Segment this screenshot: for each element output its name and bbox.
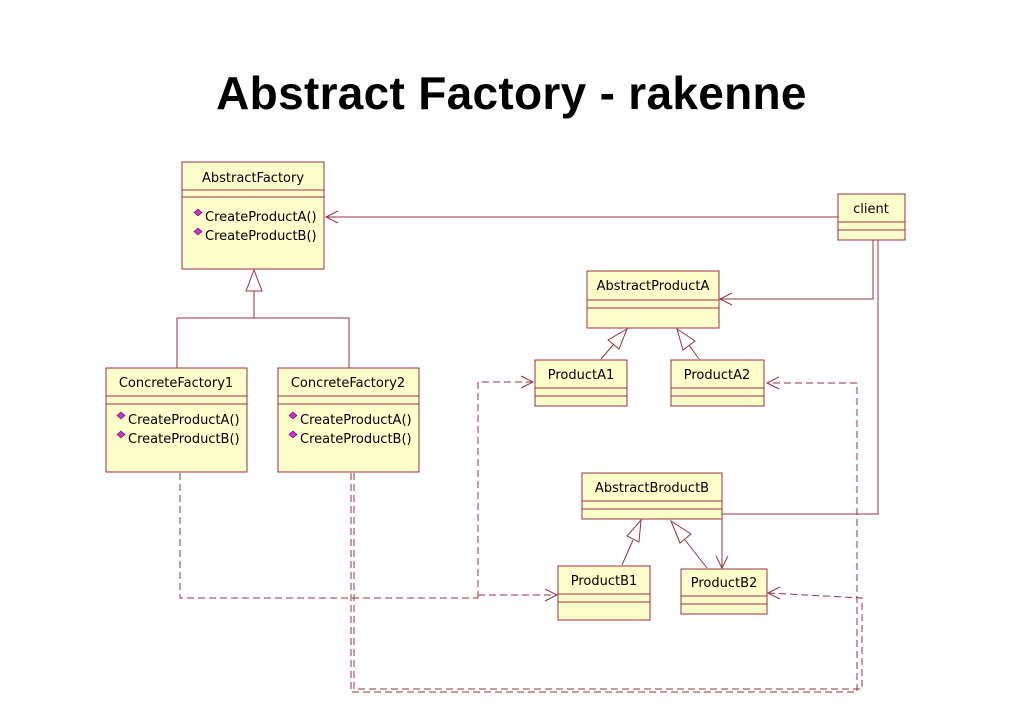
class-abstract-broduct-b[interactable]: AbstractBroductB [581, 472, 723, 520]
operation-label: CreateProductB() [205, 229, 317, 244]
generalization-producta2-to-abstractproducta [676, 327, 700, 360]
open-arrowhead [324, 210, 339, 224]
open-arrowhead [718, 292, 733, 306]
class-product-a2[interactable]: ProductA2 [670, 359, 765, 407]
dependency-concretefactory2-to-products [350, 382, 863, 693]
inheritance-arrowhead [626, 518, 642, 543]
association-client-to-abstractfactory [324, 210, 838, 224]
class-concrete-factory-2[interactable]: ConcreteFactory2 CreateProductA() Create… [277, 367, 420, 473]
operation-label: CreateProductA() [128, 413, 240, 428]
class-product-b2[interactable]: ProductB2 [680, 568, 768, 615]
operation-label: CreateProductB() [128, 432, 240, 447]
generalization-concretefactories-to-abstractfactory [176, 268, 350, 368]
inheritance-arrowhead [676, 327, 696, 351]
inheritance-arrowhead [245, 268, 263, 292]
dependency-concretefactory1-to-products [179, 381, 557, 599]
operation-label: CreateProductA() [300, 413, 412, 428]
open-arrowhead [715, 555, 729, 570]
association-client-to-abstractproducta [718, 240, 874, 306]
inheritance-arrowhead [669, 519, 692, 544]
class-name: AbstractProductA [597, 279, 710, 294]
class-name: client [853, 202, 889, 217]
class-abstract-factory[interactable]: AbstractFactory CreateProductA() CreateP… [181, 161, 325, 270]
class-name: ProductA1 [548, 368, 615, 383]
class-name: AbstractBroductB [595, 481, 709, 496]
class-product-b1[interactable]: ProductB1 [557, 565, 651, 621]
generalization-productb2-to-abstractbroductb [669, 519, 708, 569]
dependency-open-arrowheads-cf2 [765, 376, 781, 600]
dependency-open-arrowheads-cf1 [520, 375, 559, 602]
inheritance-arrowhead [607, 327, 629, 350]
class-name: AbstractFactory [202, 171, 304, 186]
class-client[interactable]: client [837, 193, 906, 241]
class-name: ProductB1 [571, 574, 638, 589]
operation-label: CreateProductB() [300, 432, 412, 447]
class-abstract-product-a[interactable]: AbstractProductA [586, 270, 720, 329]
class-name: ConcreteFactory2 [291, 376, 405, 391]
page-title: Abstract Factory - rakenne [216, 67, 807, 119]
operation-label: CreateProductA() [205, 210, 317, 225]
association-client-to-abstractbroductb [715, 240, 879, 570]
generalization-productb1-to-abstractbroductb [621, 518, 642, 566]
class-name: ConcreteFactory1 [119, 376, 233, 391]
class-name: ProductA2 [684, 368, 751, 383]
generalization-producta1-to-abstractproducta [600, 327, 629, 360]
class-concrete-factory-1[interactable]: ConcreteFactory1 CreateProductA() Create… [105, 367, 248, 473]
class-name: ProductB2 [691, 576, 758, 591]
class-product-a1[interactable]: ProductA1 [534, 359, 628, 407]
